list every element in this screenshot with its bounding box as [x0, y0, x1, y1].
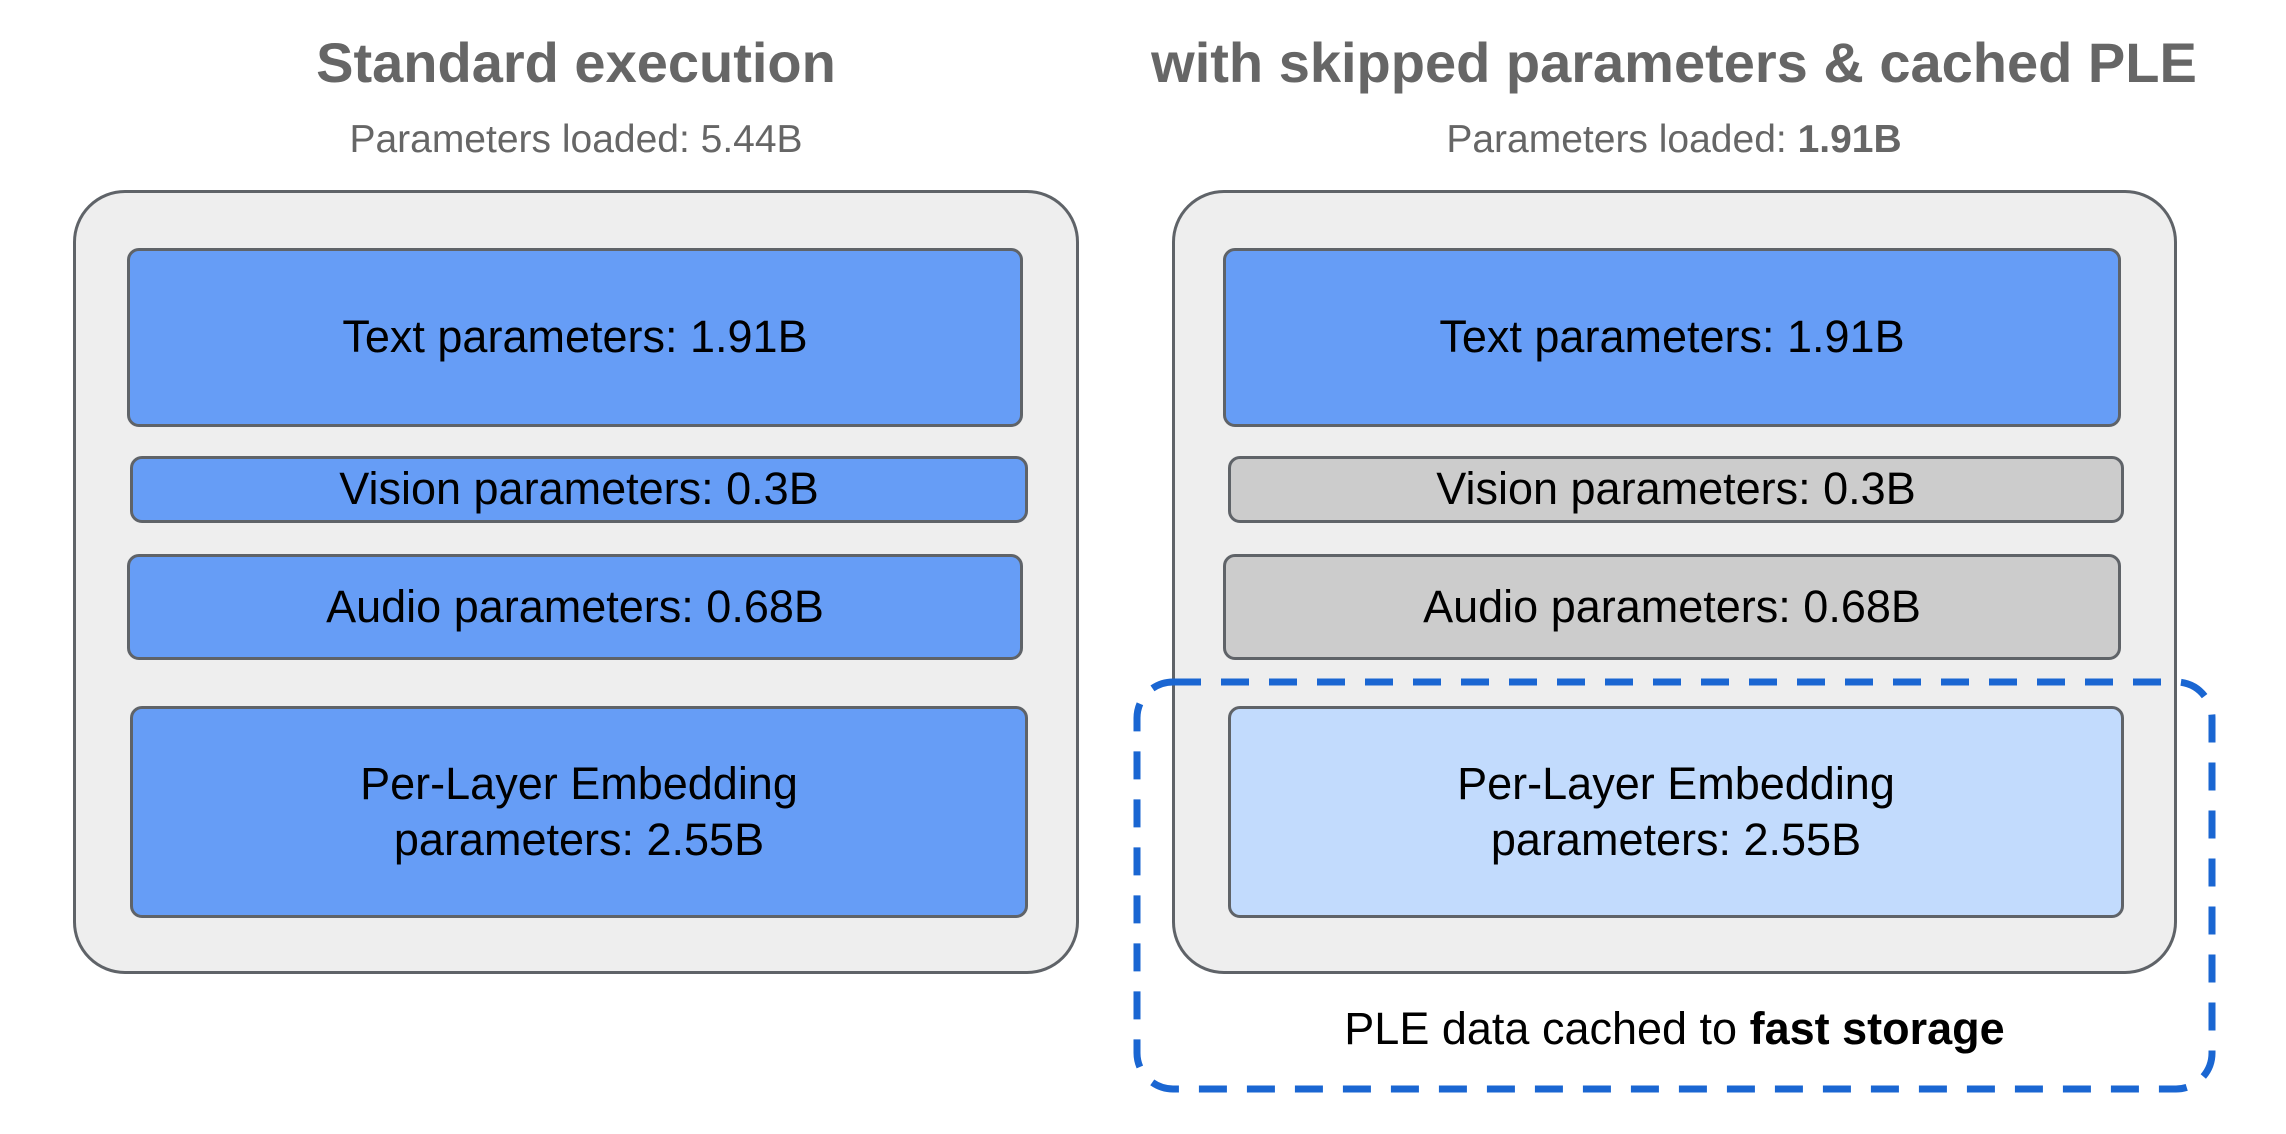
- right-audio-params-box: Audio parameters: 0.68B: [1223, 554, 2121, 660]
- left-subtitle-label: Parameters loaded:: [349, 118, 701, 161]
- left-text-params-box: Text parameters: 1.91B: [127, 248, 1023, 427]
- cache-note-prefix: PLE data cached to: [1344, 1003, 1750, 1054]
- left-title: Standard execution: [316, 31, 836, 94]
- left-subtitle: Parameters loaded: 5.44B: [26, 118, 1126, 162]
- cache-note-bold: fast storage: [1749, 1003, 2005, 1054]
- left-vision-params-box: Vision parameters: 0.3B: [130, 456, 1028, 523]
- right-subtitle: Parameters loaded: 1.91B: [1124, 118, 2224, 162]
- right-subtitle-label: Parameters loaded:: [1446, 118, 1798, 161]
- cache-note: PLE data cached to fast storage: [1133, 1003, 2216, 1055]
- right-text-params-box: Text parameters: 1.91B: [1223, 248, 2121, 427]
- right-vision-params-box: Vision parameters: 0.3B: [1228, 456, 2124, 523]
- right-ple-line1: Per-Layer Embedding: [1457, 757, 1895, 809]
- right-ple-params-box: Per-Layer Embedding parameters: 2.55B: [1228, 706, 2124, 918]
- right-title: with skipped parameters & cached PLE: [1151, 31, 2197, 94]
- left-ple-params-box: Per-Layer Embedding parameters: 2.55B: [130, 706, 1028, 918]
- left-audio-params-box: Audio parameters: 0.68B: [127, 554, 1023, 660]
- fast-storage-dashed-outline: [1133, 678, 2216, 1093]
- right-ple-line2: parameters: 2.55B: [1490, 814, 1862, 865]
- left-ple-line2: parameters: 2.55B: [393, 814, 765, 865]
- right-subtitle-value: 1.91B: [1797, 118, 1902, 161]
- left-ple-line1: Per-Layer Embedding: [360, 757, 798, 809]
- left-subtitle-value: 5.44B: [700, 118, 803, 161]
